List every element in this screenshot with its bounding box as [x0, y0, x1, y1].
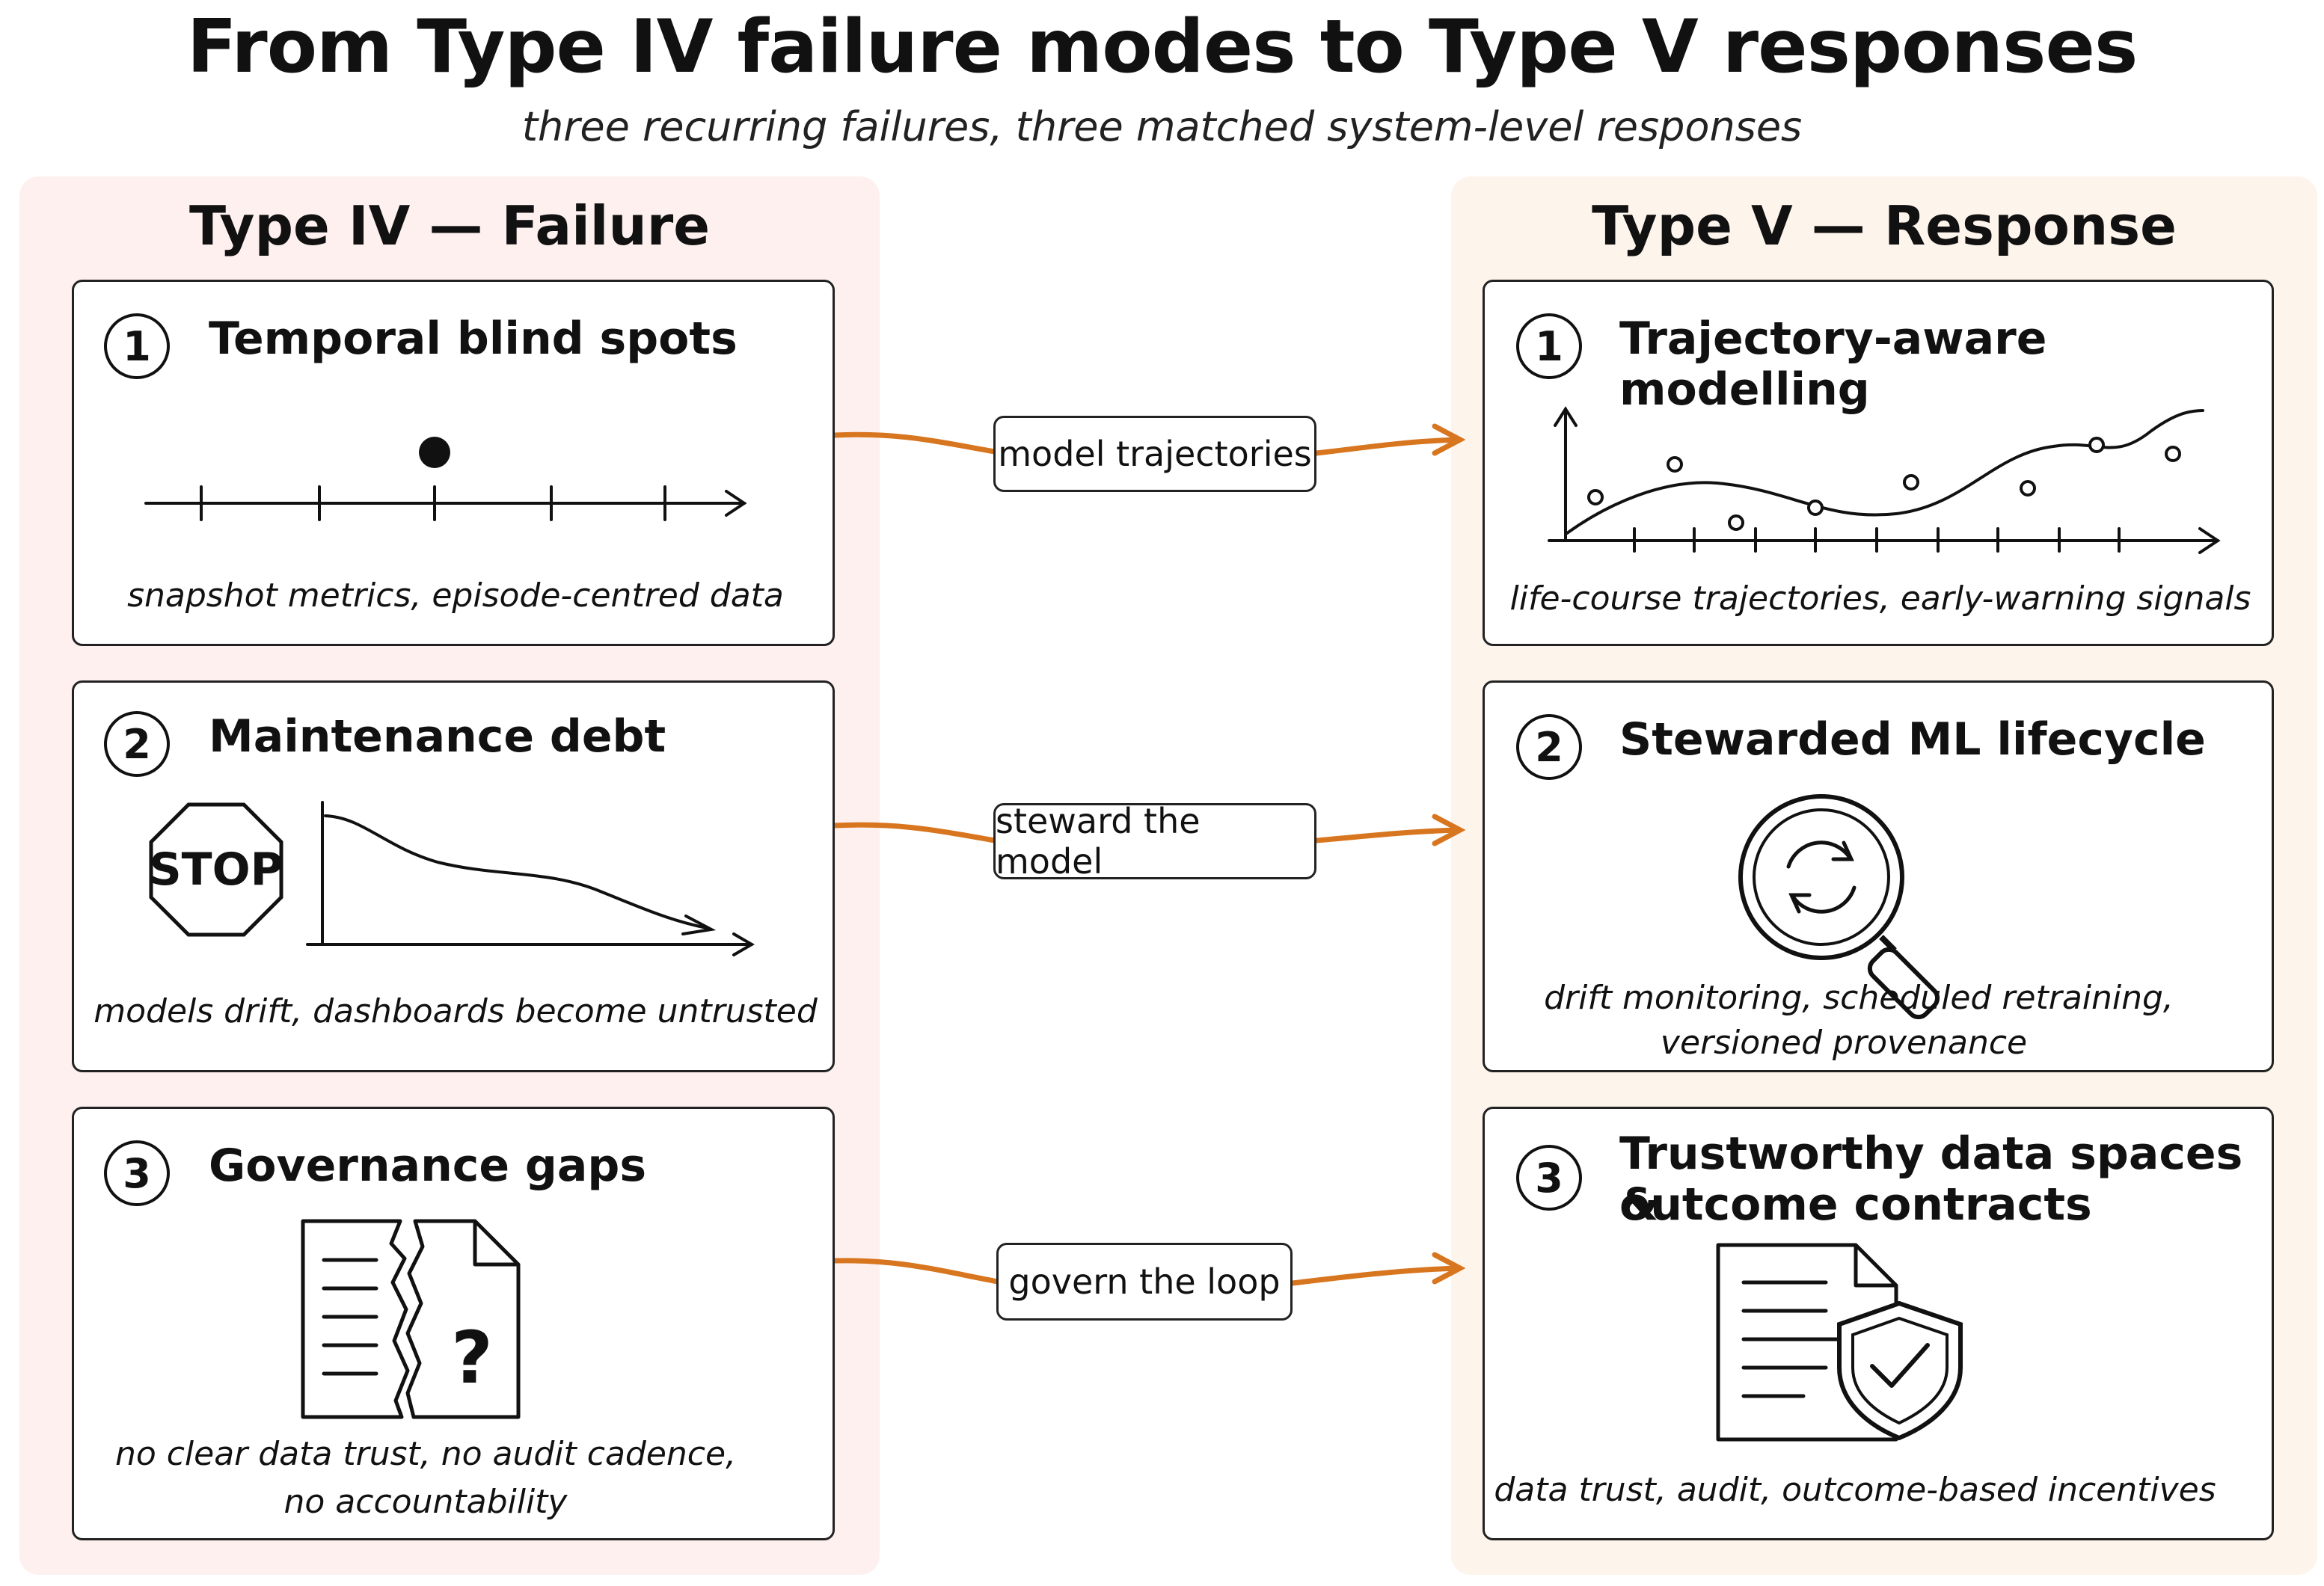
magnifier-refresh-icon [1738, 794, 1940, 1020]
card-title: Temporal blind spots [209, 313, 738, 365]
failure-column-heading: Type IV — Failure [188, 194, 711, 257]
stop-sign-text: STOP [149, 843, 283, 896]
stop-sign-icon: STOP [149, 802, 283, 937]
failure-card-3: 3 Governance gaps ? no clear data trust,… [72, 1107, 835, 1540]
card-caption-line-1: no clear data trust, no audit cadence, [114, 1435, 737, 1473]
failure-card-1: 1 Temporal blind spots snapshot metrics,… [72, 280, 835, 646]
card-number-badge: 1 [1516, 313, 1582, 379]
response-card-1: 1 Trajectory-aware modelling [1483, 280, 2274, 646]
card-number-badge: 2 [104, 711, 170, 777]
response-column-heading: Type V — Response [1592, 194, 2177, 257]
connector-arrowhead-1 [1432, 423, 1466, 456]
response-card-3: 3 Trustworthy data spaces & outcome cont… [1483, 1107, 2274, 1540]
connector-arrowhead-3 [1432, 1252, 1466, 1285]
card-title: Maintenance debt [209, 710, 666, 763]
timeline-snapshot-icon [144, 437, 747, 521]
card-title: Stewarded ML lifecycle [1619, 713, 2206, 766]
decline-chart-icon [306, 801, 755, 956]
card-caption: snapshot metrics, episode-centred data [127, 577, 784, 615]
card-number-badge: 3 [1516, 1145, 1582, 1211]
card-caption-line-2: versioned provenance [1660, 1024, 2028, 1062]
card-number-badge: 3 [104, 1140, 170, 1206]
page-subtitle: three recurring failures, three matched … [521, 103, 1803, 150]
trajectory-curve-icon [1548, 406, 2221, 554]
connector-line-3-left [832, 1258, 1001, 1285]
document-shield-icon [1716, 1243, 1963, 1442]
failure-card-2: 2 Maintenance debt STOP models drift, da… [72, 680, 835, 1072]
question-mark-text: ? [451, 1316, 493, 1400]
connector-line-2-right [1313, 827, 1462, 843]
connector-label-1: model trajectories [993, 416, 1316, 492]
connector-arrowhead-2 [1432, 814, 1466, 846]
connector-line-1-left [832, 431, 998, 455]
card-caption-line-1: drift monitoring, scheduled retraining, [1544, 979, 2174, 1017]
card-number-badge: 1 [104, 313, 170, 379]
connector-line-3-right [1290, 1265, 1462, 1286]
card-title-line-2: outcome contracts [1619, 1178, 2092, 1231]
page-title: From Type IV failure modes to Type V res… [186, 4, 2138, 90]
connector-line-1-right [1313, 437, 1462, 456]
card-number-badge: 2 [1516, 714, 1582, 780]
card-caption: life-course trajectories, early-warning … [1509, 580, 2251, 618]
card-title-line-1: Trustworthy data spaces & [1619, 1128, 2243, 1231]
connector-line-2-left [832, 822, 998, 843]
card-caption: models drift, dashboards become untruste… [93, 992, 818, 1030]
card-title: Trajectory-aware modelling [1619, 313, 2047, 416]
card-caption: data trust, audit, outcome-based incenti… [1494, 1471, 2216, 1509]
connector-label-2: steward the model [993, 801, 1316, 882]
card-caption-line-2: no accountability [283, 1483, 568, 1521]
torn-document-icon: ? [301, 1219, 521, 1419]
card-title: Governance gaps [209, 1140, 647, 1192]
response-card-2: 2 Stewarded ML lifecycle drift monitorin… [1483, 680, 2274, 1072]
connector-label-3: govern the loop [996, 1243, 1293, 1321]
